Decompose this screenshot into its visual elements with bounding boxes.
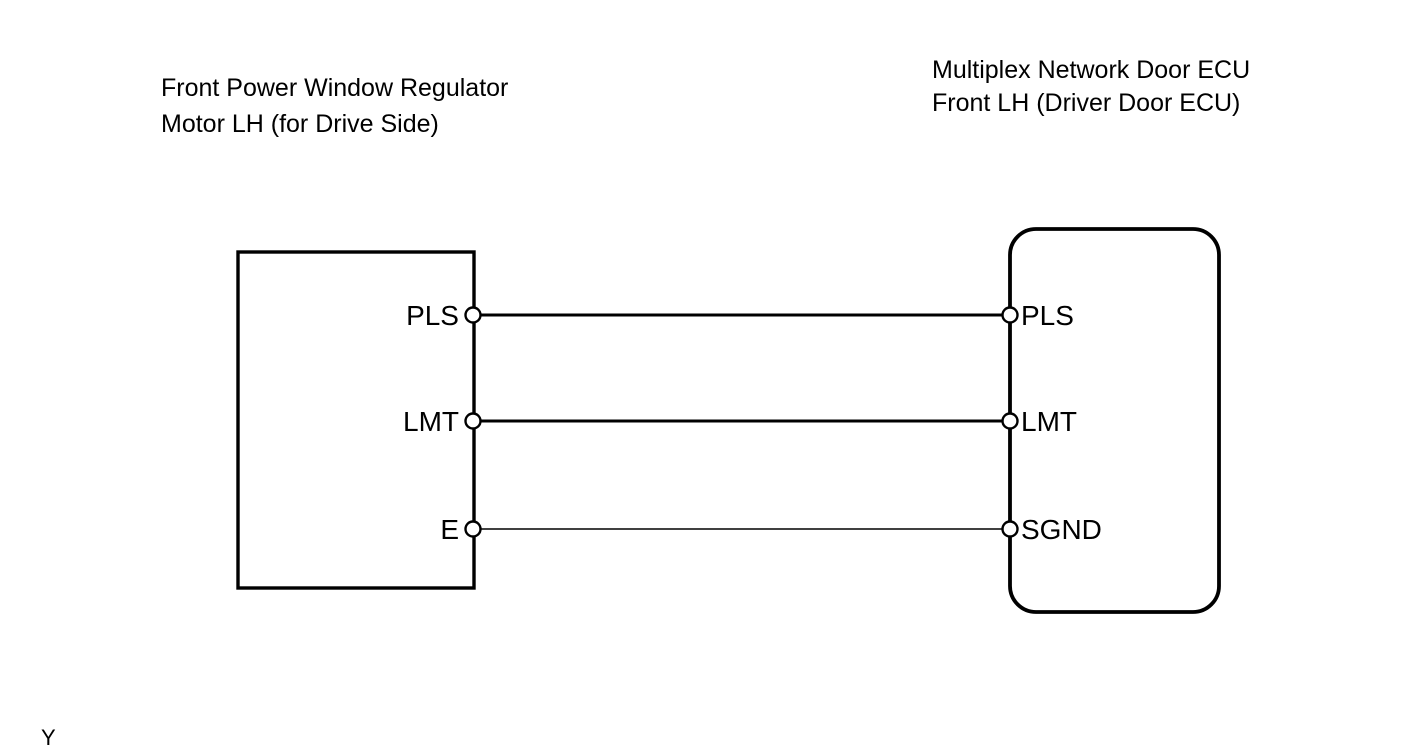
terminal-label-right-sgnd: SGND (1021, 514, 1102, 545)
corner-mark-label: Y (41, 725, 56, 746)
terminal-right-pls[interactable] (1001, 306, 1019, 324)
terminal-right-lmt[interactable] (1001, 412, 1019, 430)
terminal-left-e[interactable] (464, 520, 482, 538)
left-component-box (236, 250, 476, 590)
terminal-right-sgnd[interactable] (1001, 520, 1019, 538)
left-component-title-line1: Front Power Window Regulator (161, 74, 508, 102)
terminal-label-right-lmt: LMT (1021, 406, 1077, 437)
left-component-title-line2: Motor LH (for Drive Side) (161, 110, 439, 138)
terminal-left-lmt[interactable] (464, 412, 482, 430)
terminal-label-left-pls: PLS (406, 300, 459, 331)
terminal-label-left-lmt: LMT (403, 406, 459, 437)
terminal-left-pls[interactable] (464, 306, 482, 324)
terminal-label-right-pls: PLS (1021, 300, 1074, 331)
terminal-label-left-e: E (440, 514, 459, 545)
right-component-title-line1: Multiplex Network Door ECU (932, 56, 1250, 84)
right-component-title-line2: Front LH (Driver Door ECU) (932, 89, 1240, 117)
